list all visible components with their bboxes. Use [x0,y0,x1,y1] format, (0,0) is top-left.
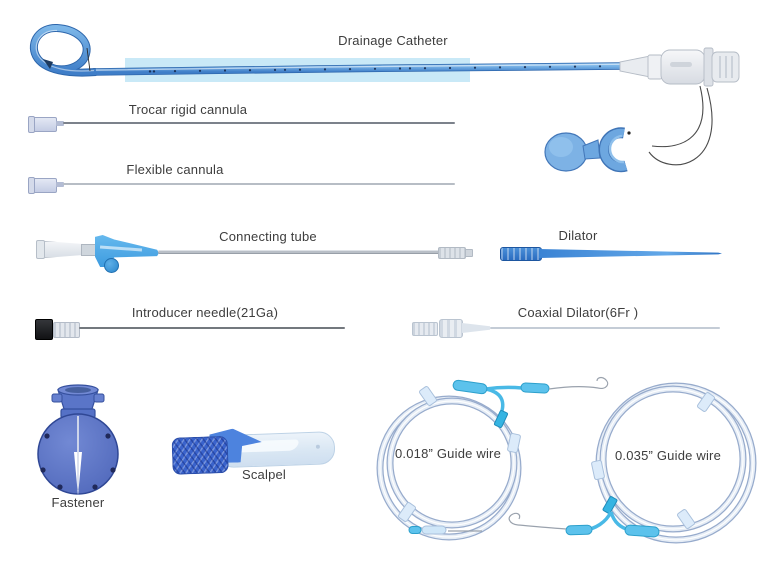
trocar-cannula-hub [28,116,64,133]
guide-wire-018-label: 0.018” Guide wire [394,446,502,461]
guide-wires-figure [376,376,757,544]
catheter-clamp-clip [544,127,631,173]
coaxial-shaft [490,327,720,329]
fastener-disc [37,413,119,496]
dilator-shaft [539,249,722,258]
tube-end-nub [465,249,473,257]
catheter-tube [92,62,625,76]
guide-wire-035-coil [408,382,757,544]
luer-nose [56,182,64,187]
needle-hub [53,322,80,338]
hub-strings [648,85,713,166]
trocar-cannula-shaft [63,122,455,124]
guide-wire-018-coil [376,376,609,541]
tube-clamp-wheel [104,258,119,273]
tube-body [158,250,440,254]
guide-wire-035-y-connector [408,496,660,538]
catheter-depth-marks [148,65,602,73]
coil-clips [398,386,521,522]
luer-flange [28,116,35,133]
fastener-funnel [51,384,105,419]
pigtail-loop [29,24,97,77]
scalpel-handle [171,435,229,475]
coaxial-hub-rear [412,322,438,336]
scalpel-label: Scalpel [241,467,287,482]
connecting-tube-label: Connecting tube [219,229,317,244]
dilator-hub [500,247,542,261]
catheter-hub [619,47,740,87]
needle-shaft [79,327,345,329]
coaxial-taper [462,323,490,333]
trocar-cannula-label: Trocar rigid cannula [128,102,248,117]
guide-wire-035-label: 0.035” Guide wire [614,448,722,463]
drainage-catheter-figure [29,24,740,173]
coaxial-dilator-label: Coaxial Dilator(6Fr ) [517,305,639,320]
guide-wire-018-y-connector [452,376,609,428]
fastener-figure [37,384,119,496]
flexible-cannula-hub [28,177,64,194]
coil-clips [591,392,715,529]
dilator-label: Dilator [558,228,598,243]
tube-cap-flange [36,240,45,259]
coaxial-hub-front [439,319,463,338]
luer-nose [56,121,64,126]
tube-cap [44,241,83,258]
drainage-catheter-label: Drainage Catheter [338,33,448,48]
flexible-cannula-shaft [63,183,455,185]
fastener-label: Fastener [51,495,105,510]
flexible-cannula-label: Flexible cannula [126,162,224,177]
introducer-needle-label: Introducer needle(21Ga) [131,305,279,320]
luer-flange [28,177,35,194]
needle-cap [35,319,53,340]
tube-end-connector [438,247,466,259]
